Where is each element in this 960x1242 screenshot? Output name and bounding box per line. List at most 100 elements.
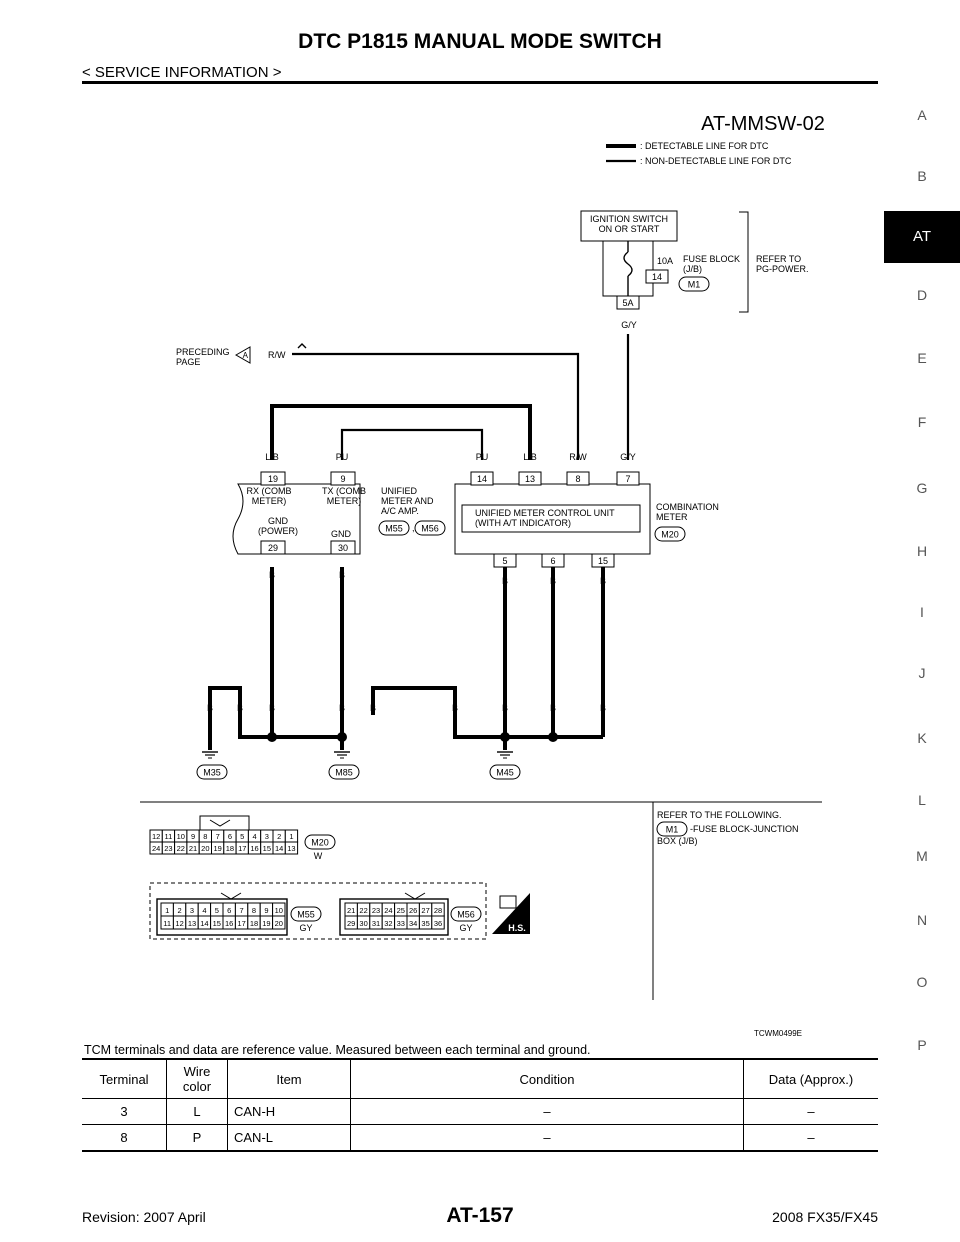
m20-connector-shell <box>199 815 250 830</box>
wire-color-b: B <box>600 576 606 586</box>
ground-connector-m45-label: M45 <box>496 768 514 778</box>
combination-pin-7 <box>616 471 640 486</box>
unified-gnd-power-label: (POWER) <box>258 526 298 536</box>
header-rule <box>82 81 878 84</box>
page-title: DTC P1815 MANUAL MODE SWITCH <box>298 30 662 53</box>
m56-connector-cell-label: 31 <box>372 919 380 928</box>
wire-color-b: B <box>550 576 556 586</box>
connector-m55 <box>378 520 410 536</box>
m56-connector-cell-label: 24 <box>384 906 392 915</box>
combination-meter-name: METER <box>656 512 688 522</box>
m20-connector-key <box>209 819 231 827</box>
fuse-num: 14 <box>652 272 662 282</box>
m55-connector-cell-label: 1 <box>165 906 169 915</box>
unified-rx-label: RX (COMB <box>247 486 292 496</box>
unified-pin-9 <box>330 471 356 486</box>
side-tab-a[interactable]: A <box>917 107 927 123</box>
ground-connector-m35 <box>196 764 228 780</box>
wire-color-pu: PU <box>336 452 349 462</box>
connector-m56-label: M56 <box>421 524 439 534</box>
m56-connector-cell-label: 28 <box>434 906 442 915</box>
side-tab-d[interactable]: D <box>916 287 928 303</box>
side-tab-p[interactable]: P <box>917 1037 927 1053</box>
m55-connector-cell-label: 6 <box>227 906 231 915</box>
side-tab-l[interactable]: L <box>918 792 926 808</box>
combination-pin-14-label: 14 <box>477 474 487 484</box>
fuse-block-label: FUSE BLOCK <box>683 254 740 264</box>
m20-connector-name <box>304 834 336 850</box>
table-row: 8 P CAN-L – – <box>82 1124 878 1152</box>
side-tab-e[interactable]: E <box>917 350 927 366</box>
splice-dot <box>548 732 558 742</box>
side-tab-g[interactable]: G <box>916 480 928 496</box>
refer-power-label: REFER TO <box>756 254 801 264</box>
m55-connector-color: GY <box>299 923 312 933</box>
unified-meter-name: METER AND <box>381 496 434 506</box>
side-tab-m[interactable]: M <box>916 848 928 864</box>
header-terminal: Terminal <box>82 1058 167 1099</box>
ground-connector-m85-label: M85 <box>335 768 353 778</box>
side-tab-k[interactable]: K <box>917 730 927 746</box>
m56-connector-cell-label: 35 <box>421 919 429 928</box>
m20-connector-cell-label: 16 <box>250 844 258 853</box>
wire-color-b: B <box>237 703 243 713</box>
wire-color-b: B <box>600 703 606 713</box>
wire-color-b: B <box>207 703 213 713</box>
fuse-connector-m1 <box>678 276 710 292</box>
side-tab-f[interactable]: F <box>917 414 927 430</box>
table-caption: TCM terminals and data are reference val… <box>84 1043 591 1057</box>
unified-meter-control-unit-box <box>461 504 641 533</box>
preceding-page-label: PAGE <box>176 357 200 367</box>
wire-color-lb: L/B <box>265 452 279 462</box>
side-tab-o[interactable]: O <box>916 974 928 990</box>
detectable-wire <box>270 404 532 460</box>
unified-gnd-power-label: GND <box>268 516 289 526</box>
unified-meter-control-unit-label: UNIFIED METER CONTROL UNIT <box>475 508 615 518</box>
preceding-marker <box>234 346 251 364</box>
m56-connector-cell-label: 29 <box>347 919 355 928</box>
m56-connector-cell-label: 21 <box>347 906 355 915</box>
m55-connector-cell-label: 19 <box>262 919 270 928</box>
unified-tx-label: TX (COMB <box>322 486 366 496</box>
m20-connector-cell-label: 19 <box>213 844 221 853</box>
m55-connector-cell-label: 15 <box>213 919 221 928</box>
m56-connector-cell <box>431 915 445 930</box>
side-tab-at[interactable]: AT <box>884 211 960 263</box>
hs-badge-label: H.S. <box>508 923 526 933</box>
non-detectable-wire <box>292 352 580 460</box>
m55-connector-cell-label: 14 <box>200 919 208 928</box>
wire-color-rw: R/W <box>569 452 587 462</box>
side-tab-j[interactable]: J <box>918 665 926 681</box>
side-tab-b[interactable]: B <box>917 168 927 184</box>
terminal-data-table: Terminal Wire color Item Condition Data … <box>82 1058 878 1152</box>
m55-connector-cell-label: 3 <box>190 906 194 915</box>
m20-connector-cell-label: 2 <box>277 832 281 841</box>
m56-connector-key <box>404 892 426 900</box>
connector-m20-label: M20 <box>661 530 679 540</box>
m55-connector-cell-label: 2 <box>178 906 182 915</box>
refer-connector-m1 <box>656 821 688 837</box>
wire-color-b: B <box>339 570 345 580</box>
m20-connector-cell-label: 22 <box>177 844 185 853</box>
m20-connector-cell-label: 5 <box>240 832 244 841</box>
hs-badge <box>492 893 530 934</box>
wire-color-b: B <box>502 703 508 713</box>
wiring-diagram: AT-MMSW-02: DETECTABLE LINE FOR DTC: NON… <box>140 113 825 1038</box>
fuse-num-box <box>645 269 669 284</box>
refer-following-label: REFER TO THE FOLLOWING. <box>657 810 782 820</box>
side-tab-i[interactable]: I <box>920 604 924 620</box>
cell-condition: – <box>350 1124 744 1152</box>
preceding-marker-label: A <box>243 351 249 360</box>
fuse-terminal-label: 5A <box>622 298 633 308</box>
m55-connector-key <box>220 892 242 900</box>
m56-connector-cell-label: 25 <box>397 906 405 915</box>
side-tab-h[interactable]: H <box>916 543 928 559</box>
m20-connector-cell <box>284 841 299 855</box>
cell-wire-color: L <box>166 1098 228 1125</box>
m55-connector-cell-label: 20 <box>275 919 283 928</box>
m20-connector-cell-label: 23 <box>164 844 172 853</box>
m20-connector-color: W <box>314 851 323 861</box>
side-tab-n[interactable]: N <box>916 912 928 928</box>
cell-terminal: 3 <box>82 1098 167 1125</box>
m20-connector-cell-label: 18 <box>226 844 234 853</box>
